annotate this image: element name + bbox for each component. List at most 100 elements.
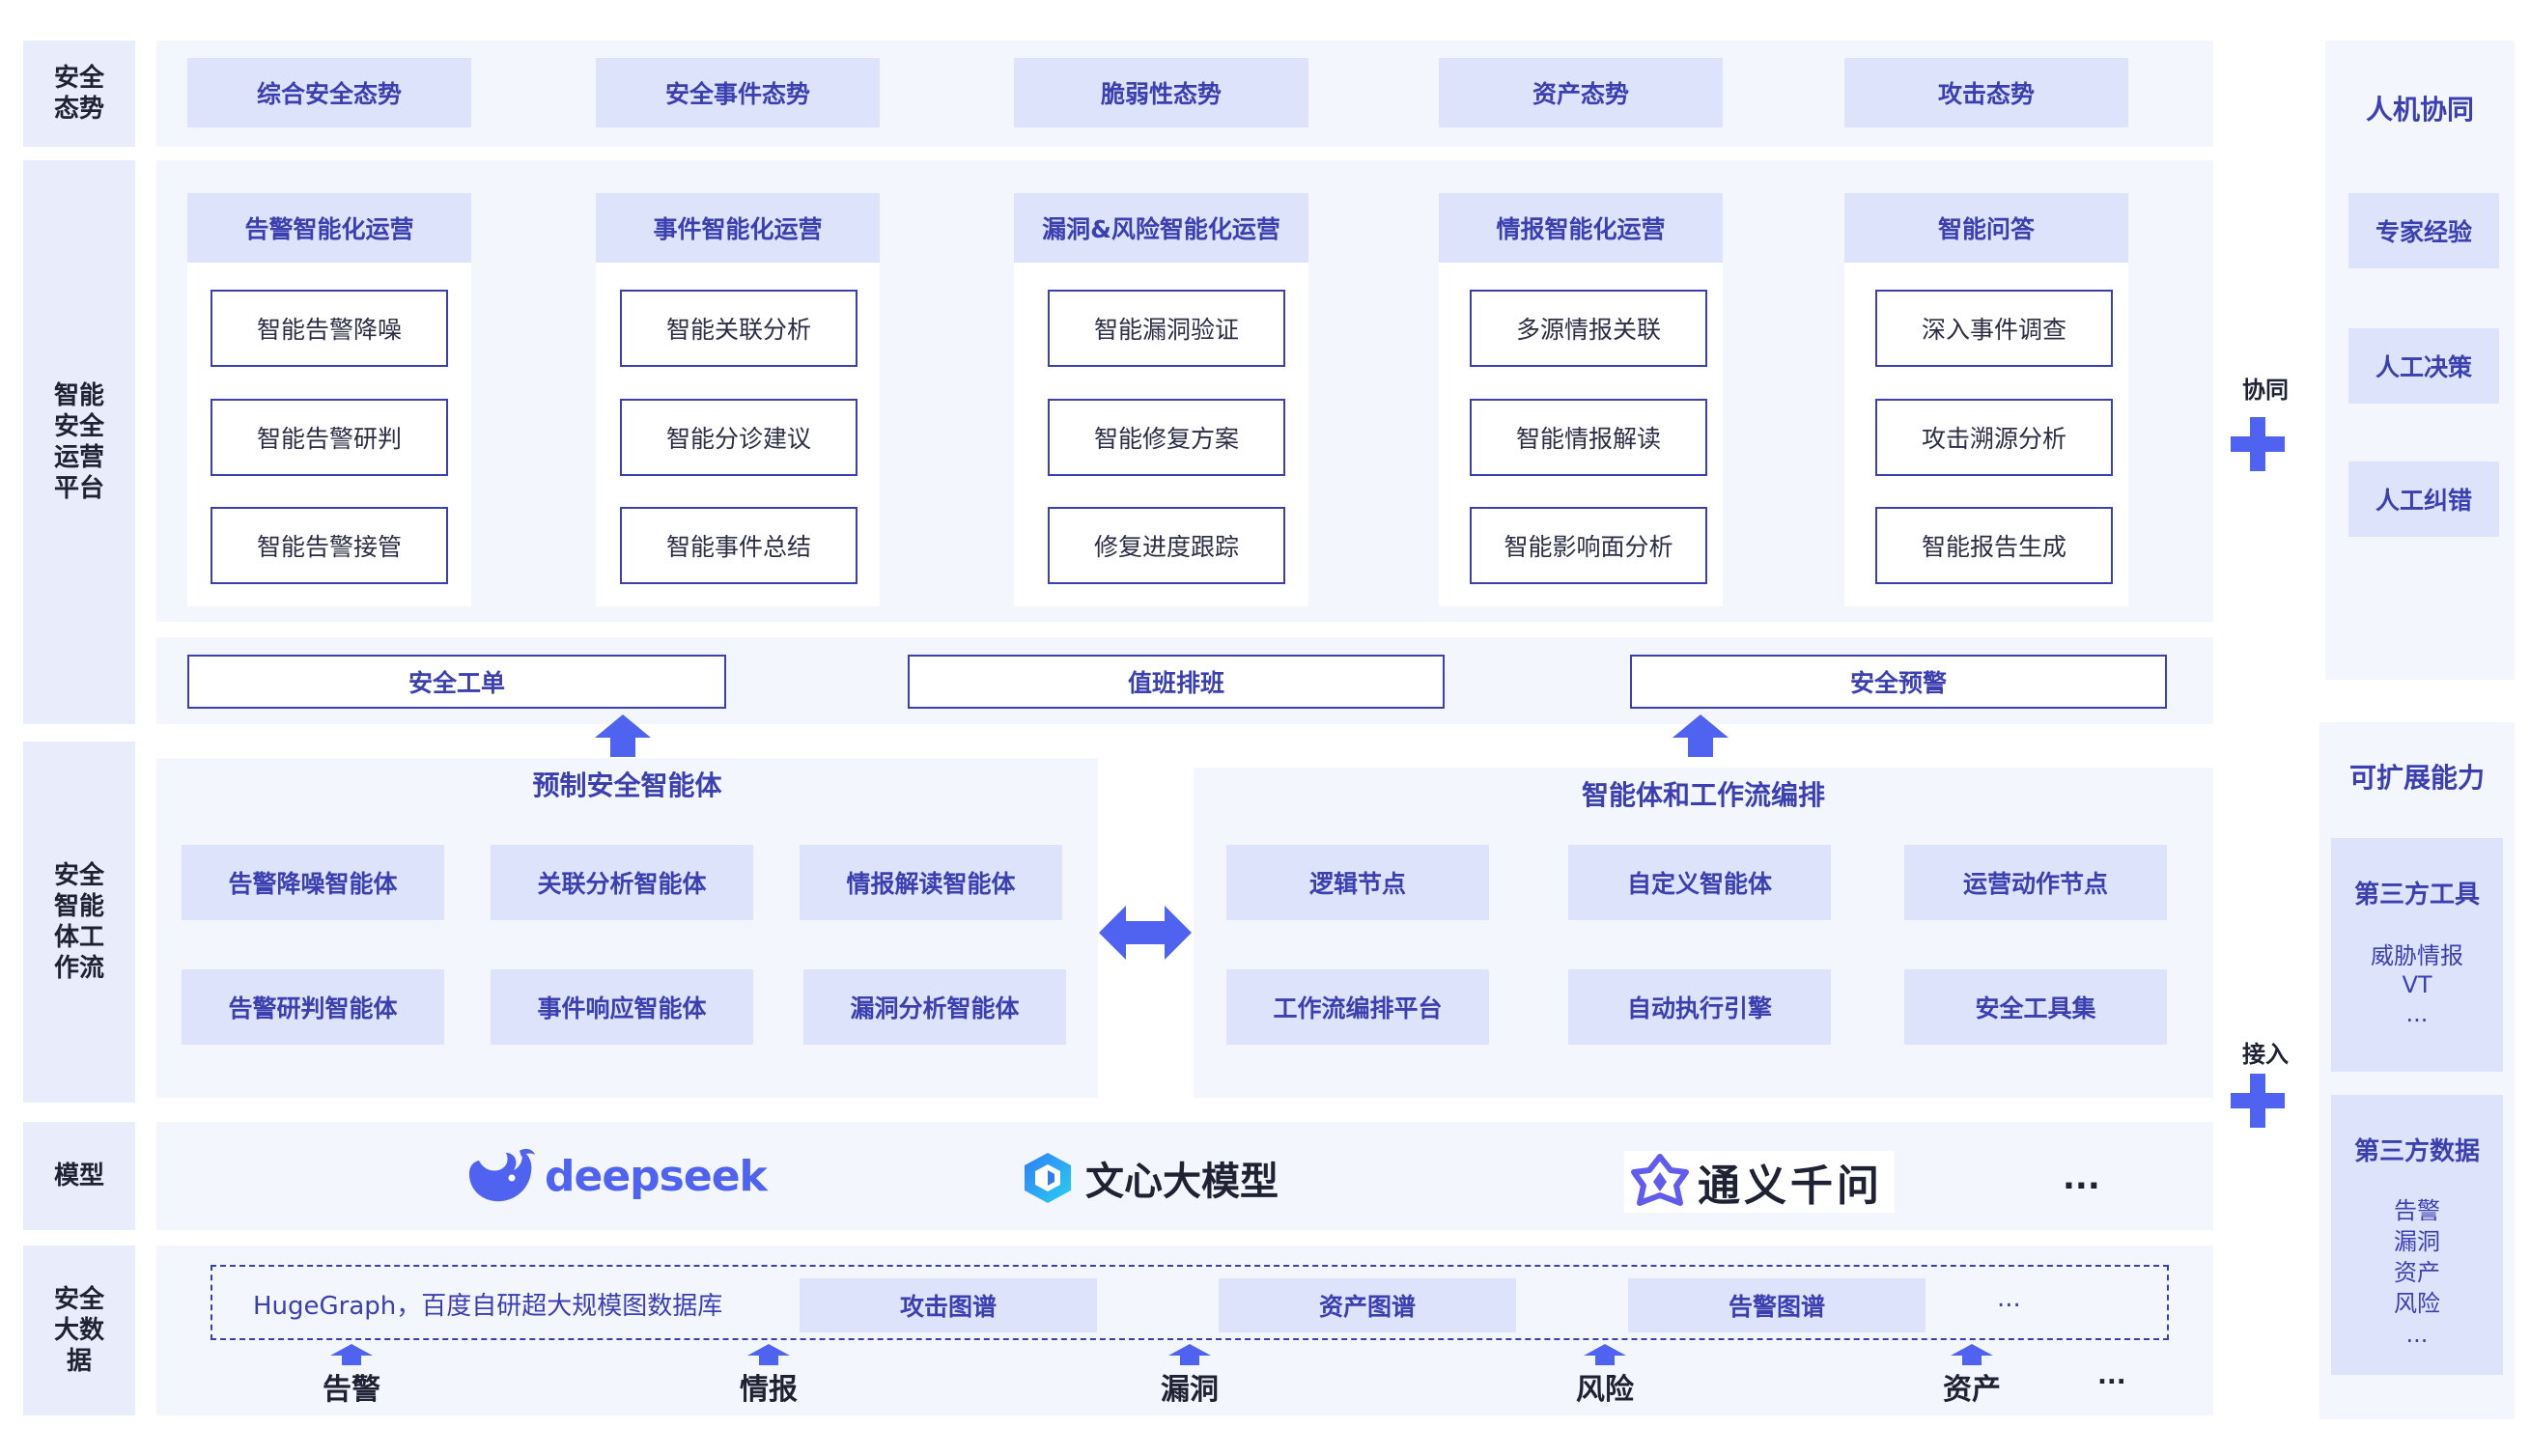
third-party-data-line: 告警 [2394, 1197, 2440, 1224]
graph-item: 资产图谱 [1219, 1278, 1516, 1332]
tongyi-wordmark: 通义千问 [1698, 1162, 1883, 1211]
third-party-data-line: 资产 [2394, 1259, 2440, 1286]
arrow-up-icon [595, 714, 651, 757]
wenxin-hexagon-icon [1025, 1153, 1071, 1203]
graph-db-description: HugeGraph，百度自研超大规模图数据库 [253, 1292, 723, 1321]
prebuilt-agent: 告警降噪智能体 [182, 845, 444, 920]
operations-item: 深入事件调查 [1875, 290, 2113, 367]
human-collab-item: 人工决策 [2348, 328, 2499, 404]
operations-item: 智能告警接管 [211, 507, 448, 584]
arrow-up-icon [1584, 1344, 1626, 1365]
models-more: ... [2063, 1159, 2100, 1197]
wenxin-wordmark: 文心大模型 [1085, 1160, 1279, 1204]
operations-item: 智能分诊建议 [620, 399, 857, 476]
posture-chip: 脆弱性态势 [1014, 58, 1308, 127]
collab-label: 协同 [2242, 377, 2289, 404]
source-item: 资产 [1943, 1373, 2001, 1407]
prebuilt-agent: 情报解读智能体 [800, 845, 1062, 920]
graph-more: ... [1997, 1284, 2021, 1313]
operations-item: 智能影响面分析 [1470, 507, 1707, 584]
extensibility-title: 可扩展能力 [2348, 762, 2485, 794]
operations-header: 智能问答 [1844, 193, 2128, 263]
third-party-data-line: ... [2405, 1321, 2429, 1348]
arrow-up-icon [747, 1344, 790, 1365]
posture-chip: 安全事件态势 [596, 58, 880, 127]
orchestration-item: 运营动作节点 [1904, 845, 2167, 920]
arrow-up-icon [1168, 1344, 1211, 1365]
tongyi-logo: 通义千问 [1624, 1151, 1895, 1213]
plus-icon [2231, 417, 2285, 471]
human-collab-item: 人工纠错 [2348, 462, 2499, 537]
orchestration-title: 智能体和工作流编排 [1581, 779, 1825, 811]
orchestration-item: 逻辑节点 [1226, 845, 1489, 920]
posture-chip: 综合安全态势 [187, 58, 471, 127]
source-item: 情报 [740, 1373, 798, 1407]
plus-icon [2231, 1074, 2285, 1128]
posture-chip: 攻击态势 [1844, 58, 2128, 127]
double-arrow-icon [1099, 906, 1192, 960]
tongyi-star-icon [1631, 1154, 1689, 1206]
side-label-model: 模型 [23, 1122, 135, 1230]
third-party-data-card [2331, 1095, 2503, 1375]
operations-header: 告警智能化运营 [187, 193, 471, 263]
bar-item-warning: 安全预警 [1630, 655, 2167, 709]
arrow-up-icon [330, 1344, 373, 1365]
operations-item: 智能告警降噪 [211, 290, 448, 367]
human-collab-title: 人机协同 [2365, 94, 2474, 126]
access-label: 接入 [2242, 1041, 2289, 1068]
third-party-data-line: 风险 [2394, 1290, 2440, 1317]
operations-item: 智能漏洞验证 [1048, 290, 1285, 367]
whale-icon [469, 1148, 535, 1202]
wenxin-logo: 文心大模型 [1022, 1149, 1279, 1207]
orchestration-item: 自动执行引擎 [1568, 969, 1831, 1045]
side-label-bigdata: 安全大数据 [23, 1246, 135, 1415]
deepseek-wordmark: deepseek [545, 1151, 768, 1201]
orchestration-item: 工作流编排平台 [1226, 969, 1489, 1045]
graph-db-box [211, 1265, 2169, 1340]
operations-header: 事件智能化运营 [596, 193, 880, 263]
side-label-platform: 智能安全运营平台 [23, 160, 135, 724]
prebuilt-agent: 漏洞分析智能体 [803, 969, 1066, 1045]
operations-item: 智能情报解读 [1470, 399, 1707, 476]
graph-item: 告警图谱 [1628, 1278, 1926, 1332]
operations-item: 智能报告生成 [1875, 507, 2113, 584]
operations-item: 智能修复方案 [1048, 399, 1285, 476]
operations-item: 智能告警研判 [211, 399, 448, 476]
deepseek-logo: deepseek [464, 1145, 768, 1207]
third-party-data-line: 漏洞 [2394, 1228, 2440, 1255]
prebuilt-agent: 关联分析智能体 [491, 845, 753, 920]
source-item: 漏洞 [1161, 1373, 1219, 1407]
source-item: 风险 [1576, 1373, 1634, 1407]
side-label-posture: 安全态势 [23, 41, 135, 147]
arrow-up-icon [1951, 1344, 1993, 1365]
human-collab-item: 专家经验 [2348, 193, 2499, 268]
source-item: 告警 [323, 1373, 380, 1407]
arrow-up-icon [1673, 714, 1729, 757]
prebuilt-agents-title: 预制安全智能体 [532, 770, 722, 801]
orchestration-item: 安全工具集 [1904, 969, 2167, 1045]
third-party-tools-title: 第三方工具 [2353, 881, 2480, 910]
third-party-data-title: 第三方数据 [2353, 1137, 2480, 1166]
side-label-agent: 安全智能体工作流 [23, 742, 135, 1103]
orchestration-item: 自定义智能体 [1568, 845, 1831, 920]
third-party-tool-line: VT [2402, 971, 2432, 998]
operations-header: 情报智能化运营 [1439, 193, 1723, 263]
sources-more: ... [2097, 1361, 2126, 1390]
operations-header: 漏洞&风险智能化运营 [1014, 193, 1308, 263]
orchestration-panel [1194, 768, 2213, 1098]
third-party-tool-line: ... [2405, 1000, 2429, 1027]
operations-item: 修复进度跟踪 [1048, 507, 1285, 584]
third-party-tool-line: 威胁情报 [2371, 942, 2463, 969]
operations-item: 智能关联分析 [620, 290, 857, 367]
bar-item-schedule: 值班排班 [908, 655, 1445, 709]
prebuilt-agent: 告警研判智能体 [182, 969, 444, 1045]
prebuilt-agents-panel [156, 758, 1098, 1098]
graph-item: 攻击图谱 [800, 1278, 1097, 1332]
operations-item: 攻击溯源分析 [1875, 399, 2113, 476]
operations-item: 智能事件总结 [620, 507, 857, 584]
bar-item-ticket: 安全工单 [187, 655, 726, 709]
third-party-tools-card [2331, 838, 2503, 1072]
prebuilt-agent: 事件响应智能体 [491, 969, 753, 1045]
posture-chip: 资产态势 [1439, 58, 1723, 127]
operations-item: 多源情报关联 [1470, 290, 1707, 367]
